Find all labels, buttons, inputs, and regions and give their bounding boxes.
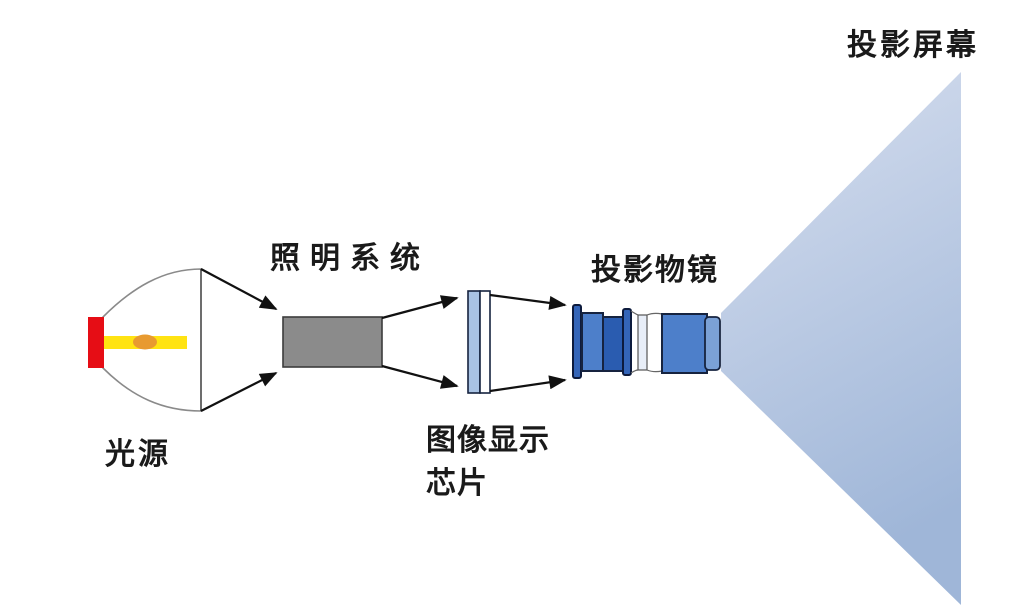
label-projection-lens: 投影物镜	[591, 254, 719, 287]
label-display-chip: 图像显示芯片	[426, 420, 550, 505]
barrel-profile-line-2	[630, 369, 639, 374]
illumination-system-box	[282, 316, 383, 368]
label-display-chip-line2: 芯片	[426, 466, 488, 500]
display-chip-glass	[479, 290, 491, 394]
label-illumination-system: 照明系统	[270, 242, 430, 275]
label-light-source: 光源	[105, 438, 171, 471]
ray-reflector-to-illumination-top	[200, 268, 278, 310]
ray-chip-to-lens-top	[489, 293, 567, 310]
barrel-profile-line-1	[630, 310, 639, 316]
lens-spacer-ring	[637, 314, 648, 371]
lens-group-2	[602, 316, 624, 372]
barrel-profile-line-4	[646, 369, 663, 373]
ray-chip-to-lens-bottom	[489, 375, 567, 393]
projection-lens-assembly	[572, 304, 721, 379]
ray-illumination-to-chip-top	[381, 295, 459, 320]
projection-light-cone	[721, 72, 961, 605]
lamp-arc	[133, 334, 157, 350]
barrel-profile-line-3	[646, 312, 663, 316]
lens-group-front	[661, 313, 708, 374]
lamp-body	[88, 317, 104, 368]
lens-front-element	[704, 316, 721, 371]
lens-flange-rear	[572, 304, 582, 379]
display-chip-panel	[467, 290, 481, 394]
ray-illumination-to-chip-bottom	[381, 364, 459, 389]
lens-flange-mid	[622, 308, 632, 376]
ray-reflector-to-illumination-bottom	[200, 372, 278, 412]
label-display-chip-line1: 图像显示	[426, 424, 550, 457]
label-projection-screen: 投影屏幕	[847, 29, 979, 62]
lens-group-1	[581, 312, 604, 372]
